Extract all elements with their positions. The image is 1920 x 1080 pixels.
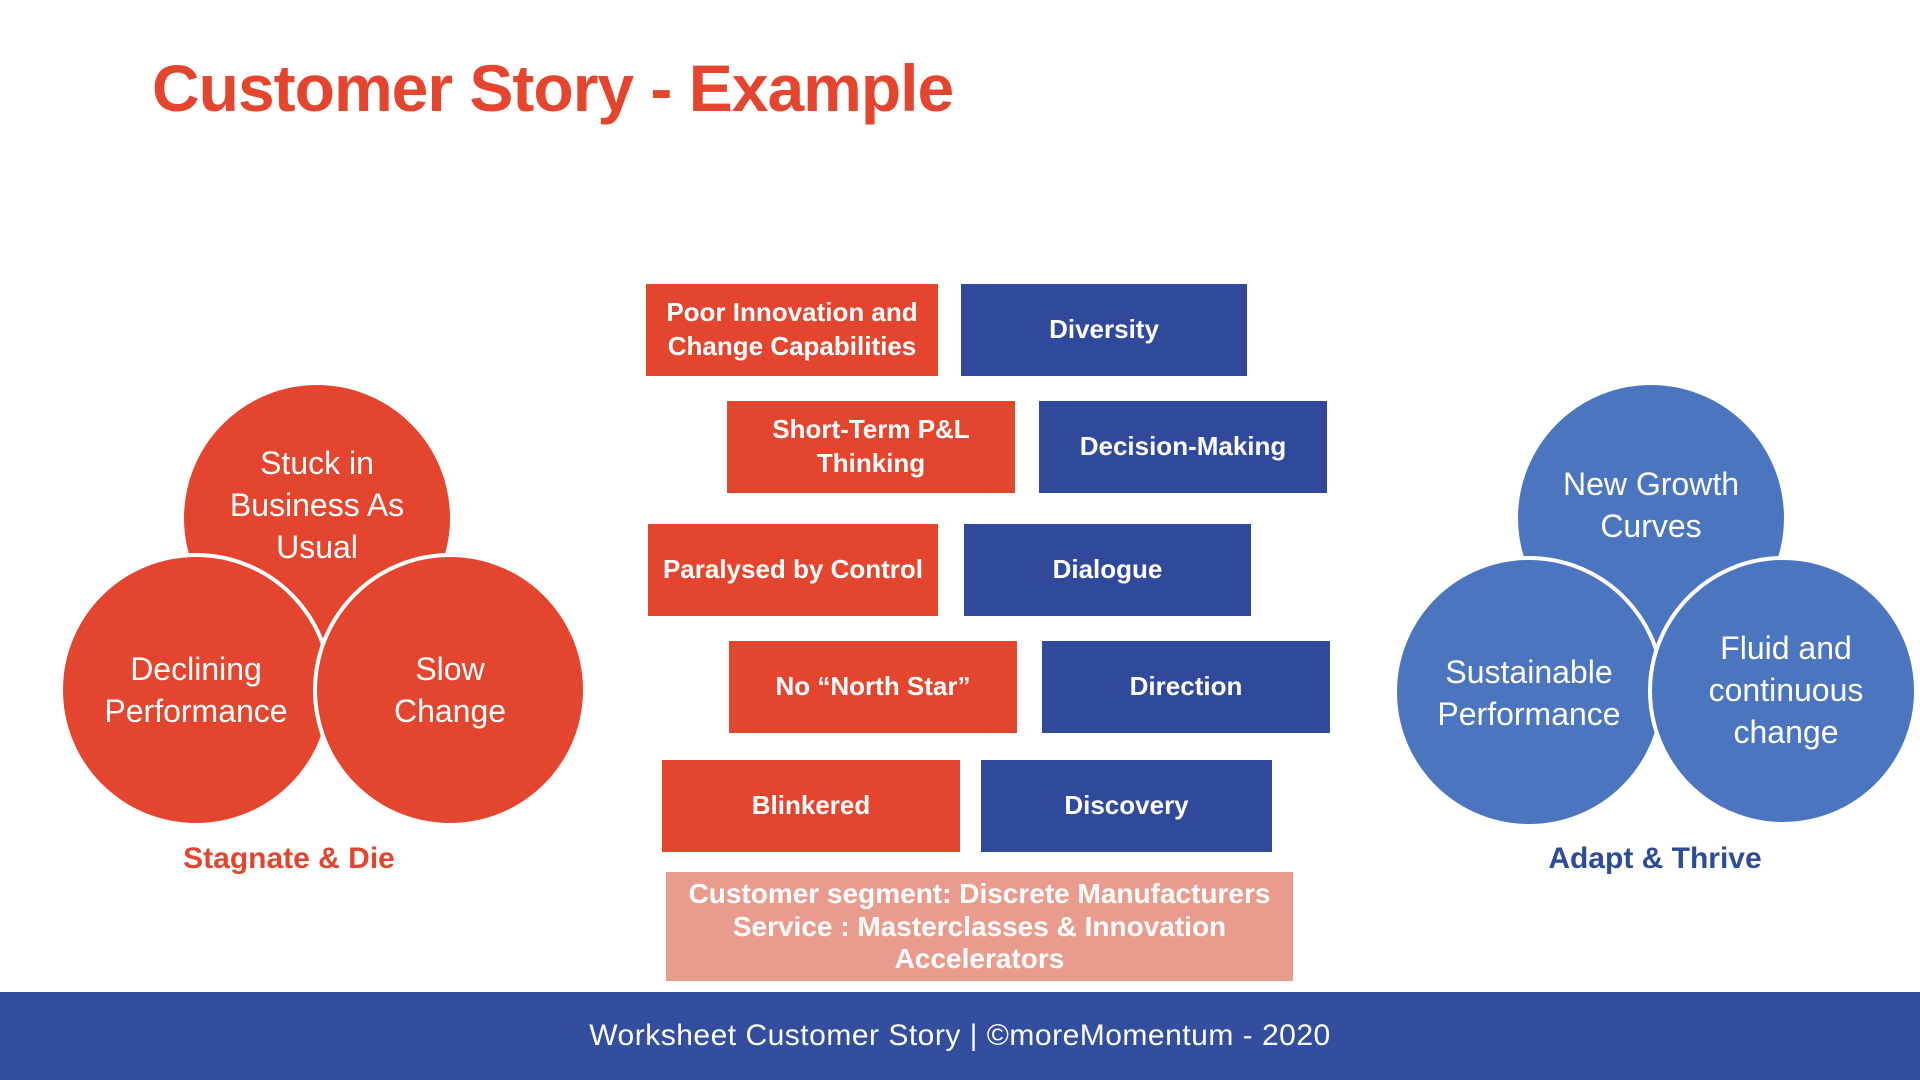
gain-box-2-label: Decision-Making (1079, 431, 1287, 462)
gain-box-1-label: Diversity (1049, 314, 1159, 345)
venn-text-declining-performance: Declining Performance (104, 650, 288, 729)
footer-bar: Worksheet Customer Story | ©moreMomentum… (0, 992, 1920, 1080)
pain-box-4: No “North Star” (729, 641, 1017, 733)
venn-circle-sustainable-performance (1393, 556, 1665, 828)
venn-text-new-growth-curves: New Growth Curves (1562, 465, 1740, 544)
cluster-label-stagnate-die: Stagnate & Die (183, 842, 395, 875)
pain-box-1: Poor Innovation and Change Capabilities (646, 284, 938, 376)
pain-box-2: Short-Term P&L Thinking (727, 401, 1015, 493)
venn-text-stuck-in-bau: Stuck in Business As Usual (229, 444, 405, 566)
venn-circle-fluid-continuous-change (1648, 556, 1918, 826)
pain-box-5-label: Blinkered (751, 790, 871, 821)
summary-customer-segment: Customer segment: Discrete Manufacturers (688, 877, 1271, 909)
pain-box-3-label: Paralysed by Control (662, 554, 924, 585)
footer-text: Worksheet Customer Story | ©moreMomentum… (589, 1019, 1331, 1052)
summary-service: Service : Masterclasses & Innovation Acc… (732, 911, 1227, 975)
pain-box-4-label: No “North Star” (775, 671, 971, 702)
pain-box-5: Blinkered (662, 760, 960, 852)
gain-box-1: Diversity (961, 284, 1247, 376)
gain-box-4: Direction (1042, 641, 1330, 733)
gain-box-4-label: Direction (1129, 671, 1243, 702)
slide-title: Customer Story - Example (152, 51, 954, 125)
venn-text-slow-change: Slow Change (393, 650, 507, 729)
customer-summary-box: Customer segment: Discrete Manufacturers… (666, 872, 1293, 981)
venn-text-fluid-continuous-change: Fluid and continuous change (1708, 629, 1864, 751)
venn-text-sustainable-performance: Sustainable Performance (1437, 653, 1621, 732)
gain-box-5-label: Discovery (1064, 790, 1189, 821)
pain-box-2-label: Short-Term P&L Thinking (772, 414, 970, 478)
gain-box-2: Decision-Making (1039, 401, 1327, 493)
gain-box-3-label: Dialogue (1052, 554, 1163, 585)
gain-box-3: Dialogue (964, 524, 1251, 616)
cluster-label-adapt-thrive: Adapt & Thrive (1548, 842, 1762, 875)
pain-box-3: Paralysed by Control (648, 524, 938, 616)
venn-circle-declining-performance (59, 553, 333, 827)
gain-box-5: Discovery (981, 760, 1272, 852)
pain-box-1-label: Poor Innovation and Change Capabilities (666, 297, 918, 361)
venn-circle-slow-change (313, 553, 587, 827)
